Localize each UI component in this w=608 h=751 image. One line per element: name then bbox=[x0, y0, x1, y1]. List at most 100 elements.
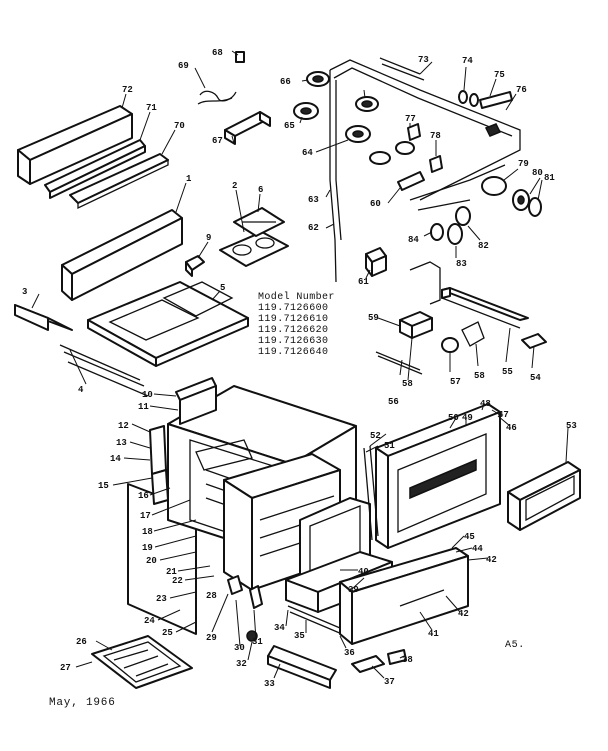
callout-66: 66 bbox=[280, 77, 291, 87]
callout-35: 35 bbox=[294, 631, 305, 641]
plate-6 bbox=[233, 207, 285, 237]
strips-34-35 bbox=[287, 605, 343, 635]
callout-16: 16 bbox=[138, 491, 149, 501]
callout-45: 45 bbox=[464, 532, 475, 542]
callout-82: 82 bbox=[478, 241, 489, 251]
page-code: A5. bbox=[505, 640, 525, 651]
callout-84: 84 bbox=[408, 235, 419, 245]
callout-14: 14 bbox=[110, 454, 121, 464]
valve-parts-79-84 bbox=[417, 176, 542, 245]
callout-63: 63 bbox=[308, 195, 319, 205]
callout-21: 21 bbox=[166, 567, 177, 577]
callout-labels: 3 4 1 2 6 5 9 72 71 70 68 69 67 66 65 64… bbox=[22, 48, 577, 689]
burner-68 bbox=[355, 96, 379, 112]
callout-39: 39 bbox=[348, 585, 359, 595]
callout-36: 36 bbox=[344, 648, 355, 658]
callout-56: 56 bbox=[388, 397, 399, 407]
callout-40: 40 bbox=[358, 567, 369, 577]
callout-12: 12 bbox=[118, 421, 129, 431]
burner-grate-plate-2 bbox=[219, 231, 289, 267]
callout-71: 71 bbox=[146, 103, 157, 113]
callout-30: 30 bbox=[234, 643, 245, 653]
callout-67: 67 bbox=[212, 136, 223, 146]
door-strip-52-51 bbox=[363, 445, 379, 541]
callout-20: 20 bbox=[146, 556, 157, 566]
callout-1: 1 bbox=[186, 174, 192, 184]
handle-37 bbox=[351, 655, 385, 673]
callout-10: 10 bbox=[142, 390, 153, 400]
clip-69 bbox=[197, 51, 245, 105]
callout-29: 29 bbox=[206, 633, 217, 643]
callout-75: 75 bbox=[494, 70, 505, 80]
callout-19: 19 bbox=[142, 543, 153, 553]
model-number-item: 119.7126640 bbox=[258, 347, 329, 358]
callout-57: 57 bbox=[450, 377, 461, 387]
backguard-panel-71 bbox=[44, 139, 146, 199]
callout-38: 38 bbox=[402, 655, 413, 665]
backguard-glass-70 bbox=[69, 153, 169, 210]
callout-52: 52 bbox=[370, 431, 381, 441]
callout-23: 23 bbox=[156, 594, 167, 604]
callout-4: 4 bbox=[78, 385, 84, 395]
callout-73: 73 bbox=[418, 55, 429, 65]
callout-11: 11 bbox=[138, 402, 149, 412]
callout-64: 64 bbox=[302, 148, 313, 158]
callout-81: 81 bbox=[544, 173, 555, 183]
model-number-item: 119.7126610 bbox=[258, 314, 329, 325]
callout-68a: 68 bbox=[212, 48, 223, 58]
callout-13: 13 bbox=[116, 438, 127, 448]
glide-38 bbox=[387, 649, 407, 665]
callout-65: 65 bbox=[284, 121, 295, 131]
backguard-trim-72 bbox=[17, 105, 133, 185]
burner-66 bbox=[306, 71, 330, 87]
callout-58a: 58 bbox=[402, 379, 413, 389]
rod-56 bbox=[375, 351, 423, 375]
callout-9: 9 bbox=[206, 233, 211, 243]
left-trim-12-16 bbox=[149, 425, 169, 505]
callout-3: 3 bbox=[22, 287, 27, 297]
regulator-59 bbox=[399, 261, 441, 339]
callout-72: 72 bbox=[122, 85, 133, 95]
callout-80: 80 bbox=[532, 168, 543, 178]
cap-57 bbox=[441, 337, 459, 353]
callout-31: 31 bbox=[252, 637, 263, 647]
callout-28: 28 bbox=[206, 591, 217, 601]
callout-18: 18 bbox=[142, 527, 153, 537]
orifice-60 bbox=[397, 171, 425, 191]
callout-76: 76 bbox=[516, 85, 527, 95]
burner-65 bbox=[293, 102, 319, 120]
callout-50: 50 bbox=[448, 413, 459, 423]
callout-83: 83 bbox=[456, 259, 467, 269]
callout-78: 78 bbox=[430, 131, 441, 141]
callout-27: 27 bbox=[60, 663, 71, 673]
callout-48: 48 bbox=[480, 399, 491, 409]
grate-73 bbox=[379, 57, 425, 81]
callout-24: 24 bbox=[144, 616, 155, 626]
callout-51: 51 bbox=[384, 441, 395, 451]
callout-79: 79 bbox=[518, 159, 529, 169]
window-53 bbox=[507, 461, 581, 531]
rail-55 bbox=[441, 287, 529, 329]
callout-58: 58 bbox=[474, 371, 485, 381]
callout-54: 54 bbox=[530, 373, 541, 383]
bracket-61 bbox=[365, 247, 387, 277]
model-number-item: 119.7126620 bbox=[258, 325, 329, 336]
broiler-panel-1 bbox=[61, 209, 183, 301]
callout-74: 74 bbox=[462, 56, 473, 66]
callout-37: 37 bbox=[384, 677, 395, 687]
callout-33: 33 bbox=[264, 679, 275, 689]
callout-6: 6 bbox=[258, 185, 263, 195]
model-number-heading: Model Number bbox=[258, 292, 335, 303]
grille-27 bbox=[91, 635, 193, 689]
bracket-67 bbox=[224, 111, 271, 145]
callout-49: 49 bbox=[462, 413, 473, 423]
callout-60: 60 bbox=[370, 199, 381, 209]
callout-59: 59 bbox=[368, 313, 379, 323]
side-trim-3 bbox=[14, 304, 73, 331]
trim-strips-4 bbox=[59, 344, 149, 397]
callout-46: 46 bbox=[506, 423, 517, 433]
callout-42a: 42 bbox=[458, 609, 469, 619]
clip-9 bbox=[185, 255, 205, 277]
burner-pipes bbox=[329, 59, 521, 283]
callout-34: 34 bbox=[274, 623, 285, 633]
